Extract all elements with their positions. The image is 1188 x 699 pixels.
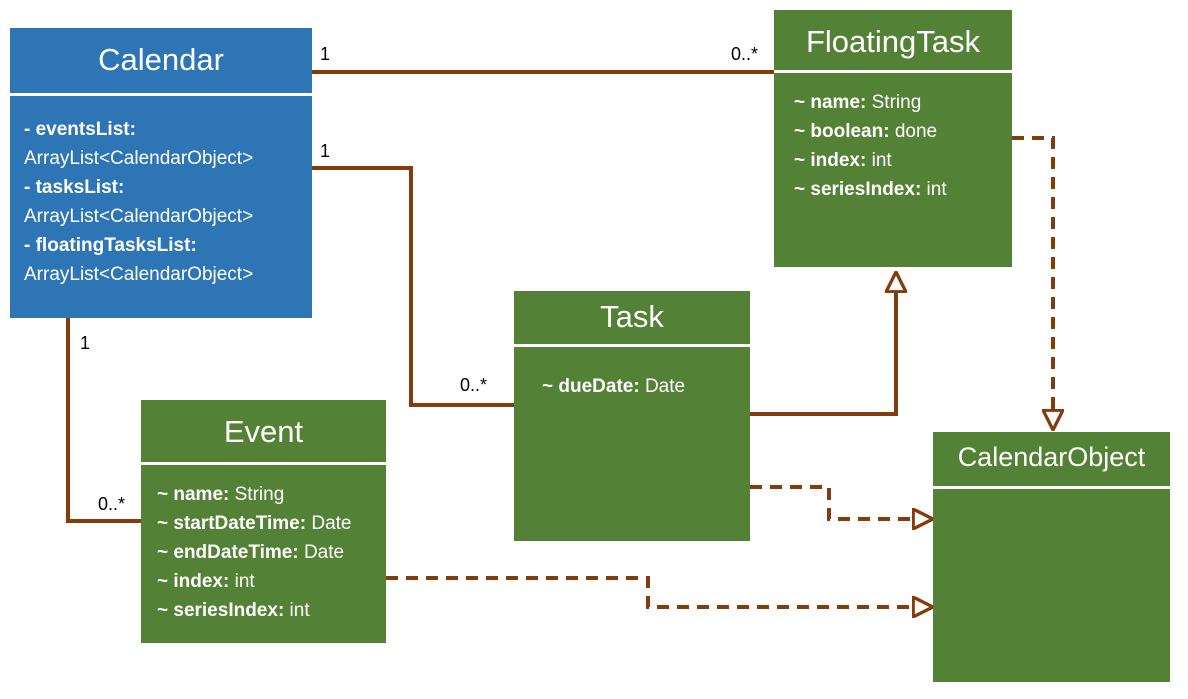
class-calendar: Calendar - eventsList: ArrayList<Calendar… <box>10 28 312 318</box>
attribute-row: ArrayList<CalendarObject> <box>24 202 253 231</box>
class-task-title: Task <box>600 299 664 334</box>
class-floatingtask: FloatingTask ~ name: String~ boolean: do… <box>774 10 1012 267</box>
attribute-type: int <box>229 571 255 592</box>
attribute-type: ArrayList<CalendarObject> <box>24 264 254 285</box>
attribute-type: int <box>866 150 892 171</box>
class-calendar-title: Calendar <box>98 42 224 77</box>
multiplicity-calendar-floatingtask-source: 1 <box>320 44 331 64</box>
class-calendarobject-divider <box>933 486 1170 489</box>
multiplicity-calendar-floatingtask-target: 0..* <box>731 44 759 64</box>
attribute-type: int <box>284 600 310 621</box>
class-event-divider <box>141 462 386 465</box>
attribute-row: ArrayList<CalendarObject> <box>24 260 253 289</box>
attribute-row: ~ seriesIndex: int <box>794 175 947 204</box>
association-calendar-task <box>312 166 514 407</box>
attribute-name: - tasksList: <box>24 177 125 198</box>
class-task-divider <box>514 344 750 347</box>
attribute-name: ~ name: <box>157 484 230 505</box>
realization-floatingtask-calendarobject <box>1012 136 1053 430</box>
realization-event-calendarobject <box>386 576 933 607</box>
class-task-attributes: ~ dueDate: Date <box>542 372 685 401</box>
attribute-type: String <box>229 484 285 505</box>
multiplicity-calendar-task-source: 1 <box>320 141 331 161</box>
attribute-row: - floatingTasksList: <box>24 231 253 260</box>
class-calendarobject: CalendarObject <box>933 432 1170 682</box>
class-calendarobject-title: CalendarObject <box>957 442 1146 472</box>
attribute-type: int <box>921 179 947 200</box>
multiplicity-calendar-event-source: 1 <box>80 333 91 353</box>
association-calendar-event <box>66 318 141 523</box>
attribute-row: ~ index: int <box>157 567 352 596</box>
attribute-type: ArrayList<CalendarObject> <box>24 206 254 227</box>
class-event: Event ~ name: String~ startDateTime: Dat… <box>141 400 386 643</box>
attribute-row: ~ name: String <box>157 480 352 509</box>
attribute-name: ~ endDateTime: <box>157 542 299 563</box>
attribute-row: ~ boolean: done <box>794 117 947 146</box>
attribute-row: - eventsList: <box>24 115 253 144</box>
attribute-row: ~ dueDate: Date <box>542 372 685 401</box>
attribute-name: - eventsList: <box>24 119 136 140</box>
attribute-row: ~ name: String <box>794 88 947 117</box>
attribute-type: ArrayList<CalendarObject> <box>24 148 254 169</box>
class-floatingtask-attributes: ~ name: String~ boolean: done~ index: in… <box>794 88 947 204</box>
attribute-row: ArrayList<CalendarObject> <box>24 144 253 173</box>
multiplicity-calendar-task-target: 0..* <box>460 375 488 395</box>
attribute-row: ~ startDateTime: Date <box>157 509 352 538</box>
attribute-row: ~ seriesIndex: int <box>157 596 352 625</box>
attribute-name: ~ index: <box>157 571 230 592</box>
attribute-name: ~ seriesIndex: <box>157 600 285 621</box>
attribute-name: ~ boolean: <box>794 121 890 142</box>
attribute-type: Date <box>306 513 352 534</box>
realization-task-calendarobject <box>750 485 933 519</box>
attribute-row: ~ endDateTime: Date <box>157 538 352 567</box>
attribute-row: ~ index: int <box>794 146 947 175</box>
attribute-name: ~ name: <box>794 92 867 113</box>
attribute-name: - floatingTasksList: <box>24 235 197 256</box>
attribute-type: done <box>889 121 938 142</box>
attribute-type: String <box>866 92 922 113</box>
attribute-name: ~ index: <box>794 150 867 171</box>
multiplicity-calendar-event-target: 0..* <box>98 494 126 514</box>
class-task: Task ~ dueDate: Date <box>514 291 750 541</box>
class-calendar-divider <box>10 93 312 96</box>
class-floatingtask-title: FloatingTask <box>805 24 981 59</box>
generalization-task-floatingtask <box>750 272 896 416</box>
attribute-name: ~ dueDate: <box>542 376 640 397</box>
attribute-name: ~ startDateTime: <box>157 513 307 534</box>
class-event-attributes: ~ name: String~ startDateTime: Date~ end… <box>157 480 352 625</box>
attribute-type: Date <box>298 542 345 563</box>
class-floatingtask-divider <box>774 70 1012 73</box>
class-calendar-attributes: - eventsList: ArrayList<CalendarObject> - … <box>24 115 253 289</box>
attribute-row: - tasksList: <box>24 173 253 202</box>
attribute-type: Date <box>639 376 686 397</box>
class-event-title: Event <box>223 414 304 449</box>
attribute-name: ~ seriesIndex: <box>794 179 922 200</box>
